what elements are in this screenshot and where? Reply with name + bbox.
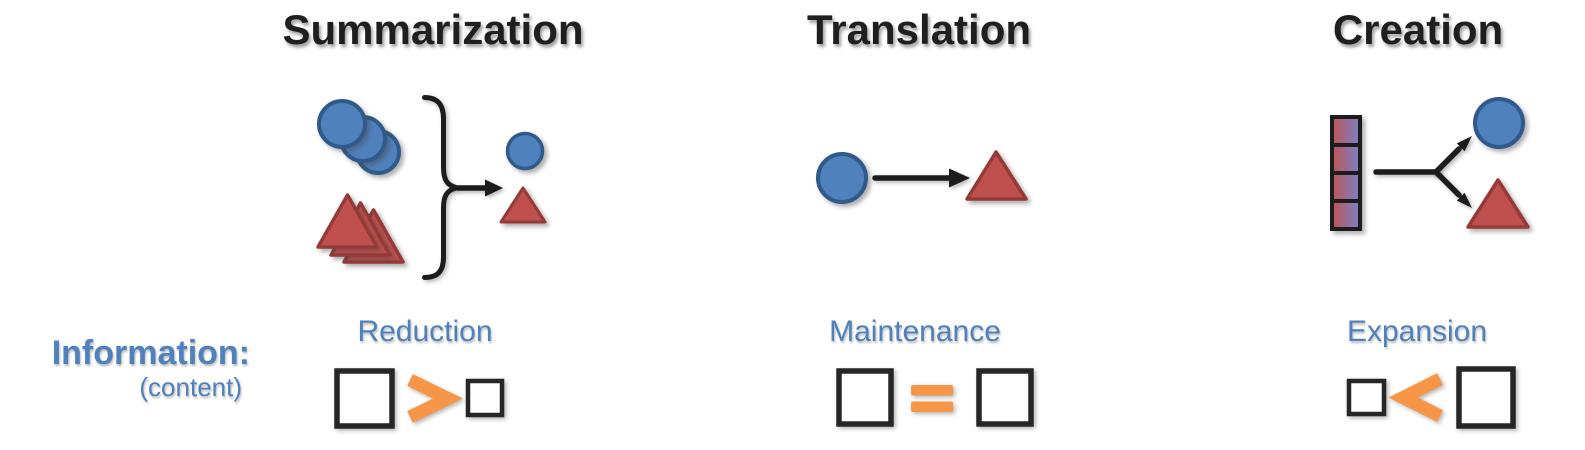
fork-arrows-icon: [1373, 136, 1472, 208]
arrow-head-up: [1456, 136, 1472, 152]
summarization-graphic: [316, 95, 547, 280]
target-triangle-icon: [965, 150, 1028, 201]
label-maintenance: Maintenance: [829, 315, 1001, 348]
gradient-stack-icon: [1330, 115, 1362, 231]
source-circle-icon: [816, 152, 868, 204]
greater-than-icon: [407, 374, 463, 423]
stack-cell: [1330, 143, 1362, 175]
arrow-head: [485, 179, 503, 197]
reduction-comparison: [334, 368, 505, 429]
summary-triangle-icon: [499, 186, 547, 224]
stacked-triangles-icon: [316, 193, 405, 264]
big-box: [334, 368, 395, 429]
information-label-subtitle: (content): [139, 372, 242, 403]
created-circle-icon: [1473, 97, 1525, 149]
small-box: [1346, 378, 1387, 417]
fork-branch-up: [1433, 146, 1462, 175]
arrow-head: [949, 168, 970, 188]
information-row-label: Information: (content): [10, 333, 250, 402]
expansion-comparison: [1346, 366, 1516, 429]
panel-title-translation: Translation: [806, 6, 1032, 53]
stack-circle-front: [317, 99, 367, 149]
arrow-head-down: [1456, 192, 1472, 208]
stack-cell: [1330, 199, 1362, 231]
equals-bar-top: [911, 385, 953, 396]
stack-cell: [1330, 171, 1362, 203]
panel-title-creation: Creation: [1332, 6, 1504, 53]
equals-icon: [911, 385, 953, 412]
label-expansion: Expansion: [1346, 315, 1488, 348]
information-label-title: Information:: [51, 334, 250, 372]
panel-title-summarization: Summarization: [282, 6, 584, 53]
left-box: [836, 368, 894, 427]
maintenance-comparison: [836, 368, 1034, 427]
less-than-icon: [1388, 373, 1443, 422]
equals-bar-bottom: [911, 401, 953, 412]
stack-cell: [1330, 115, 1362, 147]
translation-arrow-icon: [872, 168, 970, 188]
creation-graphic: [1330, 97, 1530, 231]
right-box: [976, 368, 1034, 427]
stacked-circles-icon: [317, 99, 401, 175]
fork-branch-down: [1433, 169, 1462, 198]
translation-graphic: [816, 150, 1028, 204]
big-box: [1456, 366, 1516, 429]
curly-brace: [422, 95, 458, 280]
summarization-arrow-icon: [455, 179, 503, 197]
stack-triangle-front: [316, 193, 379, 249]
label-reduction: Reduction: [357, 315, 493, 348]
created-triangle-icon: [1466, 178, 1530, 229]
summary-circle-icon: [505, 131, 545, 171]
small-box: [465, 378, 505, 418]
